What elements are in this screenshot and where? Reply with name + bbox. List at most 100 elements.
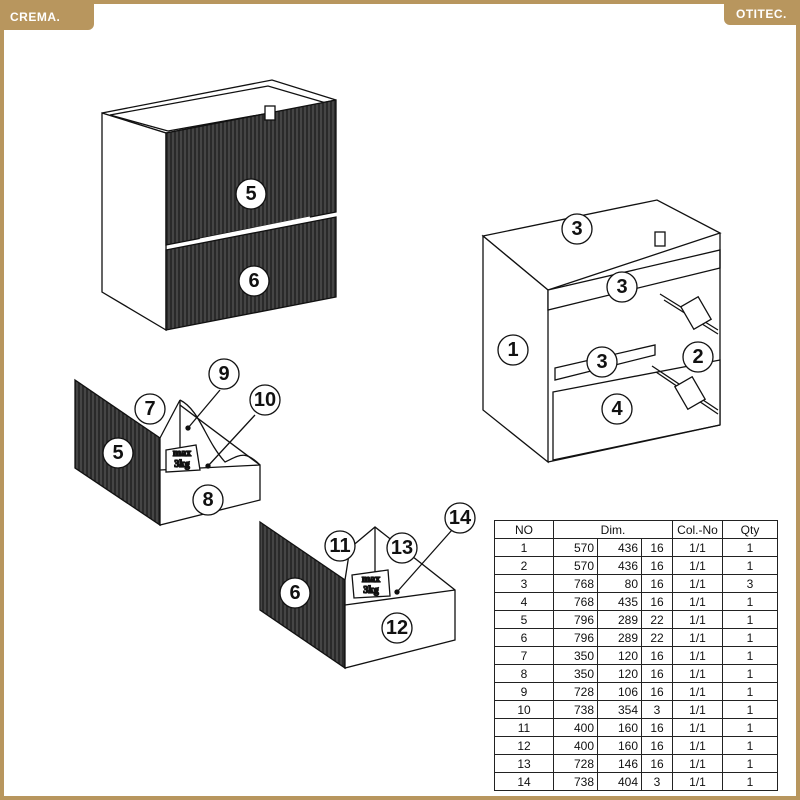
- cell-no: 3: [494, 574, 554, 593]
- max-weight-label-line2: 3kg: [363, 585, 379, 596]
- cell-no: 5: [494, 610, 554, 629]
- part-label-3: 3: [616, 276, 627, 298]
- cell-d1: 570: [553, 538, 598, 557]
- cell-d3: 16: [641, 718, 673, 737]
- cell-d2: 80: [597, 574, 642, 593]
- cell-col: 1/1: [672, 538, 723, 557]
- cell-d1: 350: [553, 664, 598, 683]
- brand-left: CREMA.: [0, 0, 94, 30]
- part-label-12: 12: [386, 617, 408, 639]
- part-label-4: 4: [611, 398, 623, 420]
- part-label-5: 5: [112, 442, 123, 464]
- cell-no: 7: [494, 646, 554, 665]
- part-label-3: 3: [571, 218, 582, 240]
- header-no: NO: [494, 520, 554, 539]
- cell-d2: 436: [597, 556, 642, 575]
- cell-d2: 160: [597, 718, 642, 737]
- part-label-3: 3: [596, 351, 607, 373]
- cell-no: 1: [494, 538, 554, 557]
- cell-d2: 435: [597, 592, 642, 611]
- cell-d1: 768: [553, 592, 598, 611]
- cell-d3: 16: [641, 664, 673, 683]
- max-weight-label-line1: max: [362, 574, 380, 585]
- cell-no: 4: [494, 592, 554, 611]
- cell-d3: 16: [641, 682, 673, 701]
- cell-no: 8: [494, 664, 554, 683]
- drawer-5-exploded: max 3kg: [74, 378, 261, 527]
- cell-col: 1/1: [672, 718, 723, 737]
- cell-d3: 16: [641, 646, 673, 665]
- cell-col: 1/1: [672, 682, 723, 701]
- cell-d2: 106: [597, 682, 642, 701]
- cell-qty: 1: [722, 664, 778, 683]
- part-label-14: 14: [449, 507, 472, 529]
- cell-col: 1/1: [672, 628, 723, 647]
- part-label-6: 6: [248, 270, 259, 292]
- cell-d2: 160: [597, 736, 642, 755]
- cell-col: 1/1: [672, 736, 723, 755]
- cell-d3: 22: [641, 628, 673, 647]
- part-label-7: 7: [144, 398, 155, 420]
- cell-qty: 1: [722, 628, 778, 647]
- cell-qty: 1: [722, 718, 778, 737]
- cell-qty: 1: [722, 592, 778, 611]
- cell-d1: 796: [553, 610, 598, 629]
- header-qty: Qty: [722, 520, 778, 539]
- cell-d3: 16: [641, 574, 673, 593]
- part-label-13: 13: [391, 537, 413, 559]
- cell-no: 14: [494, 772, 554, 791]
- cell-d1: 570: [553, 556, 598, 575]
- part-label-1: 1: [507, 339, 518, 361]
- cell-qty: 3: [722, 574, 778, 593]
- cell-col: 1/1: [672, 592, 723, 611]
- cell-d3: 3: [641, 700, 673, 719]
- cell-qty: 1: [722, 682, 778, 701]
- cell-col: 1/1: [672, 574, 723, 593]
- cell-d2: 404: [597, 772, 642, 791]
- cell-d1: 350: [553, 646, 598, 665]
- part-label-9: 9: [218, 363, 229, 385]
- part-label-2: 2: [692, 346, 703, 368]
- cell-qty: 1: [722, 736, 778, 755]
- brand-right: OTITEC.: [724, 0, 800, 25]
- max-weight-label-line1: max: [173, 448, 191, 459]
- carcass: [481, 199, 722, 464]
- cell-d1: 728: [553, 754, 598, 773]
- cell-d2: 146: [597, 754, 642, 773]
- cell-no: 9: [494, 682, 554, 701]
- cell-no: 12: [494, 736, 554, 755]
- cell-col: 1/1: [672, 664, 723, 683]
- assembled-cabinet: [101, 79, 337, 332]
- cell-d2: 289: [597, 610, 642, 629]
- cell-no: 13: [494, 754, 554, 773]
- cell-qty: 1: [722, 700, 778, 719]
- cell-col: 1/1: [672, 700, 723, 719]
- cell-d3: 16: [641, 754, 673, 773]
- cell-d1: 738: [553, 772, 598, 791]
- cell-d1: 728: [553, 682, 598, 701]
- part-label-6: 6: [289, 582, 300, 604]
- cell-col: 1/1: [672, 646, 723, 665]
- cell-d1: 400: [553, 718, 598, 737]
- part-label-10: 10: [254, 389, 276, 411]
- cell-d3: 16: [641, 736, 673, 755]
- part-label-8: 8: [202, 489, 213, 511]
- cell-d2: 354: [597, 700, 642, 719]
- table-header: NO Dim. Col.-No Qty: [494, 520, 778, 539]
- cell-d1: 796: [553, 628, 598, 647]
- part-label-11: 11: [329, 535, 350, 557]
- max-weight-label-line2: 3kg: [174, 459, 190, 470]
